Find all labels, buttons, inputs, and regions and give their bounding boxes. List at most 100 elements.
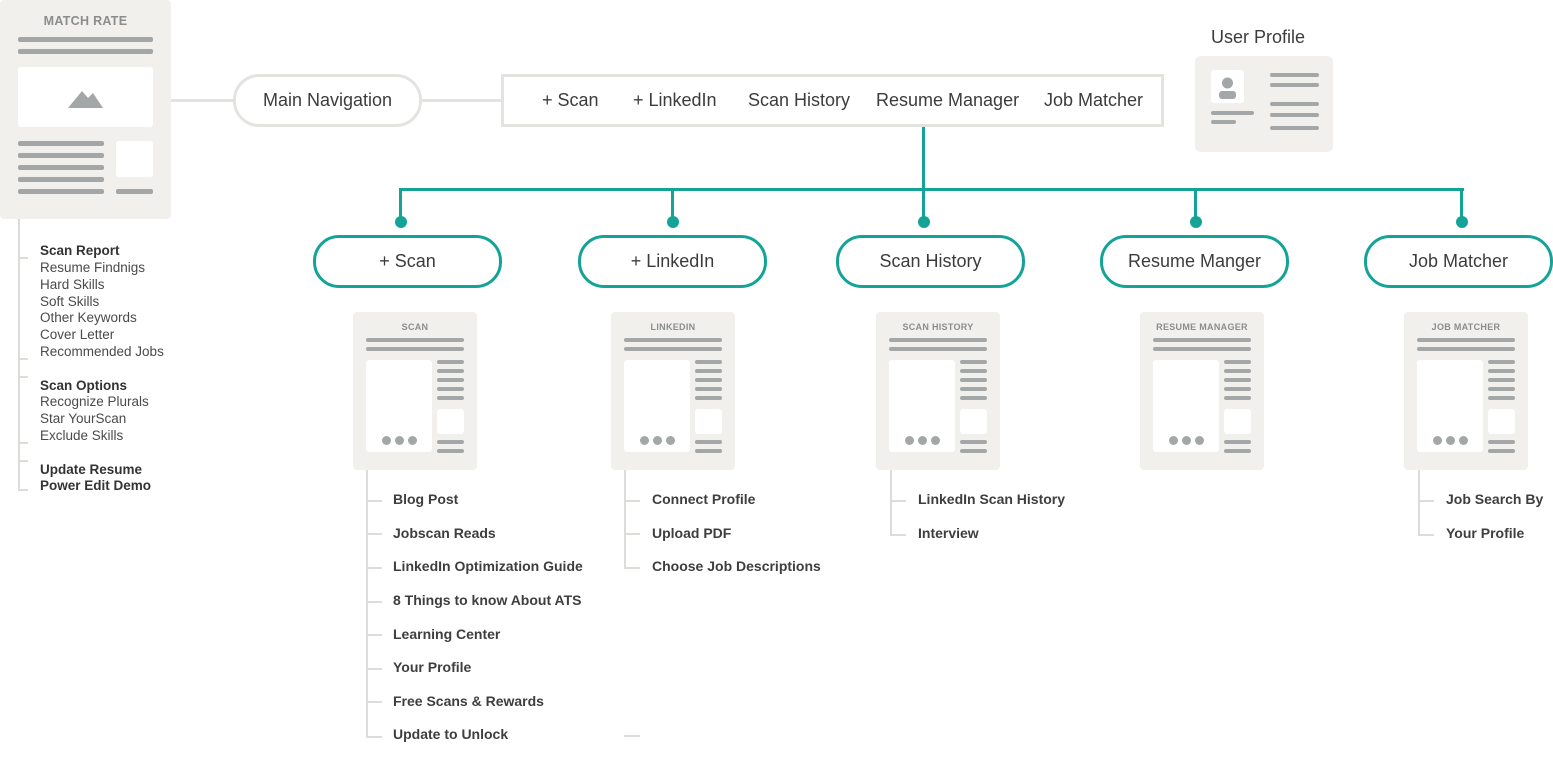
user-profile-title: User Profile — [1211, 27, 1306, 47]
side-item[interactable]: Exclude Skills — [40, 428, 124, 443]
scan-history-child[interactable]: LinkedIn Scan History — [918, 491, 1066, 507]
card-line — [1224, 440, 1251, 444]
nav-item-job-matcher[interactable]: Job Matcher — [1044, 90, 1144, 110]
side-item[interactable]: Cover Letter — [40, 327, 115, 342]
linkedin-child[interactable]: Choose Job Descriptions — [652, 558, 821, 574]
connector-line — [1194, 188, 1197, 221]
card-line — [18, 49, 153, 54]
page-card-scan[interactable]: SCAN — [353, 312, 477, 470]
scan-child[interactable]: Free Scans & Rewards — [393, 693, 544, 709]
side-item[interactable]: Star YourScan — [40, 411, 127, 426]
job-matcher-child[interactable]: Your Profile — [1446, 525, 1525, 541]
side-item[interactable]: Hard Skills — [40, 277, 105, 292]
side-item[interactable]: Recommended Jobs — [40, 344, 164, 359]
branch-label: Job Matcher — [1408, 251, 1509, 271]
connector-dot — [1190, 216, 1202, 228]
scan-child[interactable]: Your Profile — [393, 659, 472, 675]
card-line — [960, 449, 987, 453]
card-line — [1153, 338, 1251, 342]
dot — [408, 436, 417, 445]
page-card-title: SCAN HISTORY — [902, 322, 974, 332]
branch-pill-linkedin[interactable]: + LinkedIn — [578, 235, 767, 288]
card-line — [1224, 360, 1251, 364]
nav-item-resume-manager[interactable]: Resume Manager — [876, 90, 1020, 110]
subtree-tick — [366, 500, 382, 502]
branch-pill-scan-history[interactable]: Scan History — [836, 235, 1025, 288]
connector-line — [1460, 188, 1463, 221]
dot — [666, 436, 675, 445]
side-item[interactable]: Other Keywords — [40, 310, 137, 325]
card-line — [437, 387, 464, 391]
linkedin-child[interactable]: Upload PDF — [652, 525, 732, 541]
connector-line — [399, 188, 1464, 191]
nav-item-scan-history[interactable]: Scan History — [748, 90, 851, 110]
card-line — [624, 338, 722, 342]
user-profile-card[interactable] — [1195, 56, 1333, 152]
card-line — [695, 378, 722, 382]
page-card-linkedin[interactable]: LINKEDIN — [611, 312, 735, 470]
side-heading-power-edit-demo[interactable]: Power Edit Demo — [40, 478, 152, 493]
side-heading-update-resume[interactable]: Update Resume — [40, 462, 143, 477]
card-line — [437, 396, 464, 400]
scan-history-child[interactable]: Interview — [918, 525, 979, 541]
card-line — [1488, 440, 1515, 444]
side-item[interactable]: Soft Skills — [40, 294, 100, 309]
linkedin-child[interactable]: Connect Profile — [652, 491, 756, 507]
subtree-tick — [624, 533, 640, 535]
page-card-resume-manager[interactable]: RESUME MANAGER — [1140, 312, 1264, 470]
branch-label: + LinkedIn — [630, 251, 715, 271]
card-line — [18, 165, 104, 170]
card-line — [1488, 396, 1515, 400]
dot — [931, 436, 940, 445]
side-heading-scan-options[interactable]: Scan Options — [40, 378, 128, 393]
subtree-tick — [624, 735, 640, 737]
card-line — [437, 369, 464, 373]
nav-item-linkedin[interactable]: + LinkedIn — [633, 90, 717, 110]
connector-dot — [395, 216, 407, 228]
branch-pill-job-matcher[interactable]: Job Matcher — [1364, 235, 1553, 288]
card-line — [18, 189, 104, 194]
nav-item-scan[interactable]: + Scan — [542, 90, 599, 110]
branch-pill-scan[interactable]: + Scan — [313, 235, 502, 288]
card-line — [1488, 360, 1515, 364]
scan-child[interactable]: 8 Things to know About ATS — [393, 592, 582, 608]
subtree-tick — [366, 736, 382, 738]
match-rate-card: MATCH RATE — [0, 0, 171, 219]
subtree-tick — [366, 634, 382, 636]
subtree-tick — [366, 601, 382, 603]
scan-child[interactable]: Blog Post — [393, 491, 459, 507]
main-navigation-label: Main Navigation — [262, 90, 393, 110]
branch-pill-resume-manager[interactable]: Resume Manger — [1100, 235, 1289, 288]
side-tree-line — [18, 219, 20, 491]
page-card-scan-history[interactable]: SCAN HISTORY — [876, 312, 1000, 470]
card-line — [960, 360, 987, 364]
job-matcher-child[interactable]: Job Search By — [1446, 491, 1544, 507]
card-line — [960, 378, 987, 382]
profile-line — [1270, 73, 1319, 77]
card-line — [18, 153, 104, 158]
card-box — [116, 141, 153, 177]
dot — [918, 436, 927, 445]
page-card-job-matcher[interactable]: JOB MATCHER — [1404, 312, 1528, 470]
side-heading-scan-report[interactable]: Scan Report — [40, 243, 120, 258]
card-line — [437, 440, 464, 444]
scan-child[interactable]: Jobscan Reads — [393, 525, 496, 541]
branch-label: Resume Manger — [1127, 251, 1262, 271]
card-line — [960, 396, 987, 400]
side-item[interactable]: Recognize Plurals — [40, 394, 149, 409]
card-line — [437, 449, 464, 453]
scan-child[interactable]: Update to Unlock — [393, 726, 509, 742]
match-rate-title: MATCH RATE — [43, 14, 128, 28]
side-item[interactable]: Resume Findnigs — [40, 260, 146, 275]
page-card-title: JOB MATCHER — [1431, 322, 1501, 332]
card-line — [1488, 378, 1515, 382]
card-small-box — [437, 409, 464, 434]
scan-child[interactable]: LinkedIn Optimization Guide — [393, 558, 583, 574]
subtree-line — [890, 470, 892, 536]
card-line — [18, 141, 104, 146]
scan-child[interactable]: Learning Center — [393, 626, 501, 642]
dot — [1182, 436, 1191, 445]
dot — [382, 436, 391, 445]
connector-line — [671, 188, 674, 221]
card-line — [116, 189, 153, 194]
